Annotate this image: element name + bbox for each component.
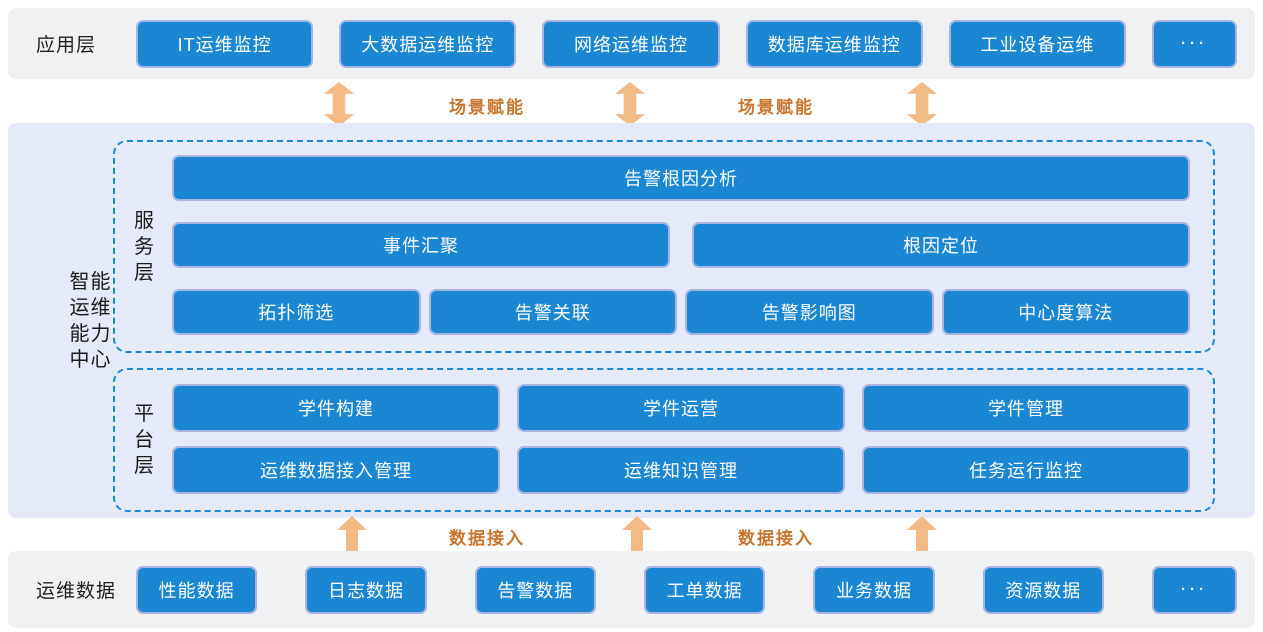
capability-center-band: 智能 运维 能力 中心 服 务 层 告警根因分析 事件汇聚 根因定位 拓 xyxy=(8,123,1255,518)
platform-row-1: 学件构建 学件运营 学件管理 xyxy=(172,384,1190,432)
title-line: 运维 xyxy=(69,296,112,319)
scene-enable-label: 场景赋能 xyxy=(738,98,814,117)
node-learnware-build: 学件构建 xyxy=(172,384,500,432)
node-learnware-management: 学件管理 xyxy=(862,384,1190,432)
double-arrow-icon xyxy=(615,82,645,126)
service-layer-label: 服 务 层 xyxy=(129,142,159,351)
platform-layer-group: 平 台 层 学件构建 学件运营 学件管理 运维数据接入管理 运维知识管理 任务运… xyxy=(113,368,1215,512)
platform-layer-content: 学件构建 学件运营 学件管理 运维数据接入管理 运维知识管理 任务运行监控 xyxy=(172,370,1190,510)
ops-data-label: 运维数据 xyxy=(36,581,117,602)
node-business-data: 业务数据 xyxy=(813,565,935,614)
double-arrow-icon xyxy=(324,82,354,126)
ellipsis-node-data: ··· xyxy=(1151,565,1237,614)
up-arrow-icon xyxy=(337,516,367,553)
title-line: 智能 xyxy=(69,270,112,293)
node-bigdata-ops-monitoring: 大数据运维监控 xyxy=(339,19,517,68)
title-line: 能力 xyxy=(69,322,112,345)
label-char: 层 xyxy=(134,455,154,477)
service-row-1: 告警根因分析 xyxy=(172,155,1190,201)
node-network-ops-monitoring: 网络运维监控 xyxy=(542,19,720,68)
label-char: 平 xyxy=(134,403,154,425)
platform-row-2: 运维数据接入管理 运维知识管理 任务运行监控 xyxy=(172,446,1190,494)
ops-data-band: 运维数据 性能数据 日志数据 告警数据 工单数据 业务数据 资源数据 ··· xyxy=(8,551,1255,628)
label-char: 服 xyxy=(134,209,154,232)
label-char: 务 xyxy=(134,235,154,258)
service-row-3: 拓扑筛选 告警关联 告警影响图 中心度算法 xyxy=(172,289,1190,335)
up-arrow-icon xyxy=(907,516,937,553)
application-layer-label: 应用层 xyxy=(36,35,97,56)
node-database-ops-monitoring: 数据库运维监控 xyxy=(745,19,923,68)
node-ticket-data: 工单数据 xyxy=(643,565,766,614)
node-root-cause-location: 根因定位 xyxy=(692,222,1190,268)
node-industrial-equipment-ops: 工业设备运维 xyxy=(948,19,1127,68)
service-layer-content: 告警根因分析 事件汇聚 根因定位 拓扑筛选 告警关联 告警影响图 中心度算法 xyxy=(172,142,1190,351)
service-layer-group: 服 务 层 告警根因分析 事件汇聚 根因定位 拓扑筛选 告警关联 告警影响图 中… xyxy=(113,140,1215,353)
node-alarm-correlation: 告警关联 xyxy=(428,289,677,335)
application-layer-boxes: IT运维监控 大数据运维监控 网络运维监控 数据库运维监控 工业设备运维 ··· xyxy=(136,19,1238,68)
node-it-ops-monitoring: IT运维监控 xyxy=(136,19,314,68)
capability-center-title: 智能 运维 能力 中心 xyxy=(38,123,143,518)
node-event-aggregation: 事件汇聚 xyxy=(172,222,670,268)
data-access-label: 数据接入 xyxy=(449,529,525,548)
title-line: 中心 xyxy=(69,348,112,371)
node-topology-filtering: 拓扑筛选 xyxy=(172,289,421,335)
node-log-data: 日志数据 xyxy=(305,565,427,614)
service-row-2: 事件汇聚 根因定位 xyxy=(172,222,1190,268)
node-alarm-data: 告警数据 xyxy=(474,565,596,614)
label-char: 层 xyxy=(134,261,154,284)
node-learnware-operation: 学件运营 xyxy=(517,384,845,432)
node-performance-data: 性能数据 xyxy=(136,565,258,614)
node-ops-data-access-management: 运维数据接入管理 xyxy=(172,446,500,494)
ops-data-boxes: 性能数据 日志数据 告警数据 工单数据 业务数据 资源数据 ··· xyxy=(136,565,1237,614)
node-alarm-impact-graph: 告警影响图 xyxy=(685,289,934,335)
application-layer-band: 应用层 IT运维监控 大数据运维监控 网络运维监控 数据库运维监控 工业设备运维… xyxy=(8,8,1255,79)
node-centrality-algorithm: 中心度算法 xyxy=(941,289,1190,335)
scene-enable-label: 场景赋能 xyxy=(449,98,525,117)
data-access-label: 数据接入 xyxy=(738,529,814,548)
label-char: 台 xyxy=(134,429,154,451)
ellipsis-node-app: ··· xyxy=(1152,19,1238,68)
platform-layer-label: 平 台 层 xyxy=(129,370,159,510)
node-task-run-monitoring: 任务运行监控 xyxy=(862,446,1190,494)
node-alarm-root-cause-analysis: 告警根因分析 xyxy=(172,155,1190,201)
node-ops-knowledge-management: 运维知识管理 xyxy=(517,446,845,494)
double-arrow-icon xyxy=(907,82,937,126)
up-arrow-icon xyxy=(622,516,652,553)
node-resource-data: 资源数据 xyxy=(982,565,1104,614)
